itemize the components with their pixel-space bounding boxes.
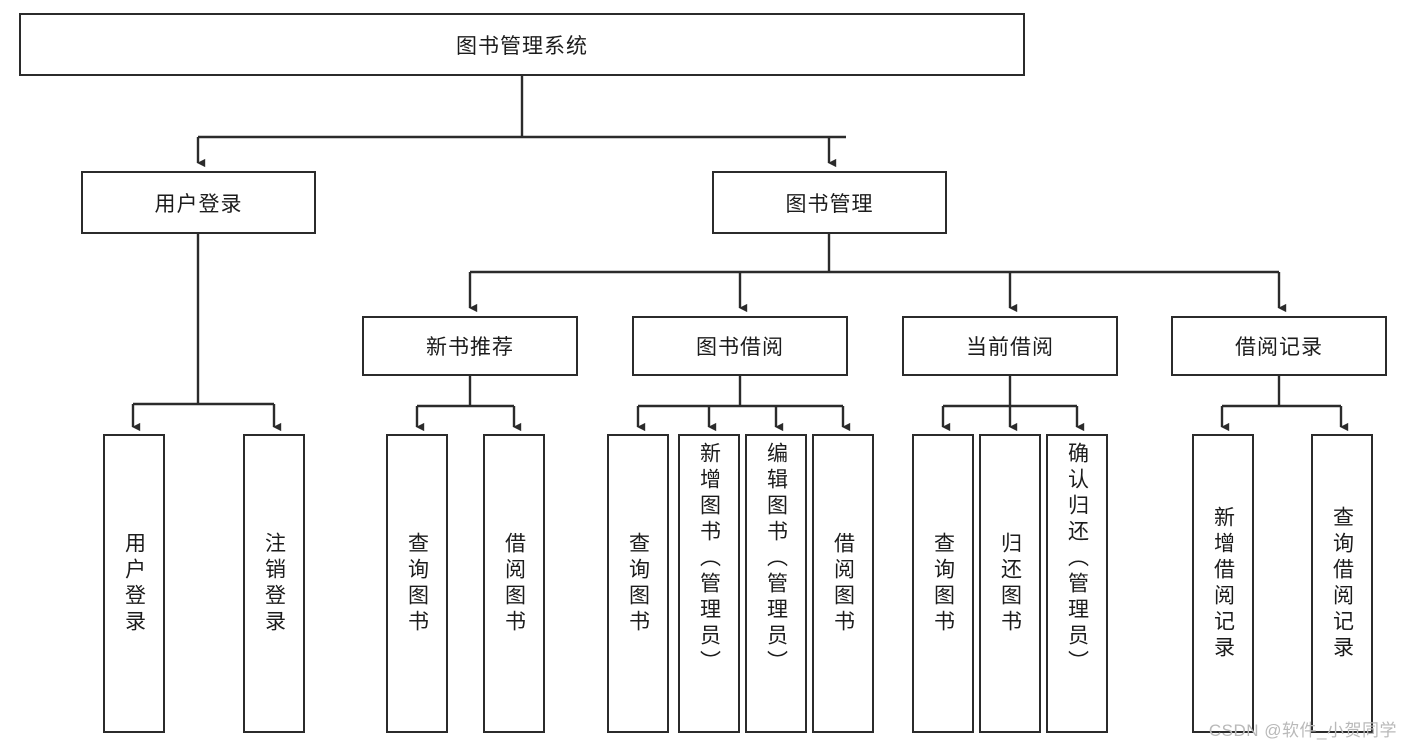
leaf-label: 注销登录 <box>262 531 286 636</box>
leaf-book-borrow-borrow-book[interactable]: 借阅图书 <box>812 434 874 733</box>
node-root[interactable]: 图书管理系统 <box>19 13 1025 76</box>
leaf-book-borrow-edit-book-admin[interactable]: 编辑图书（管理员） <box>745 434 807 733</box>
leaf-label: 编辑图书（管理员） <box>764 442 788 676</box>
node-user-login-label: 用户登录 <box>154 192 243 216</box>
node-borrow-record[interactable]: 借阅记录 <box>1171 316 1387 376</box>
leaf-label: 借阅图书 <box>831 531 855 636</box>
leaf-label: 新增借阅记录 <box>1211 505 1235 662</box>
leaf-current-borrow-confirm-return-admin[interactable]: 确认归还（管理员） <box>1046 434 1108 733</box>
node-new-book-recommend-label: 新书推荐 <box>426 336 514 359</box>
leaf-book-borrow-add-book-admin[interactable]: 新增图书（管理员） <box>678 434 740 733</box>
leaf-book-borrow-query-book[interactable]: 查询图书 <box>607 434 669 733</box>
leaf-label: 借阅图书 <box>502 531 526 636</box>
leaf-label: 归还图书 <box>998 531 1022 636</box>
leaf-label: 新增图书（管理员） <box>697 442 721 676</box>
leaf-label: 查询图书 <box>405 531 429 636</box>
leaf-current-borrow-query-book[interactable]: 查询图书 <box>912 434 974 733</box>
leaf-user-login-signin[interactable]: 用户登录 <box>103 434 165 733</box>
node-book-management-label: 图书管理 <box>785 192 874 216</box>
node-new-book-recommend[interactable]: 新书推荐 <box>362 316 578 376</box>
leaf-current-borrow-return-book[interactable]: 归还图书 <box>979 434 1041 733</box>
node-user-login[interactable]: 用户登录 <box>81 171 316 234</box>
leaf-user-login-signout[interactable]: 注销登录 <box>243 434 305 733</box>
node-book-management[interactable]: 图书管理 <box>712 171 947 234</box>
leaf-label: 查询图书 <box>626 531 650 636</box>
leaf-borrow-record-query-record[interactable]: 查询借阅记录 <box>1311 434 1373 733</box>
watermark: CSDN @软件_小贺同学 <box>1208 721 1397 740</box>
node-borrow-record-label: 借阅记录 <box>1235 336 1323 359</box>
node-book-borrow[interactable]: 图书借阅 <box>632 316 848 376</box>
node-root-label: 图书管理系统 <box>456 34 588 58</box>
leaf-new-book-query-book[interactable]: 查询图书 <box>386 434 448 733</box>
leaf-new-book-borrow-book[interactable]: 借阅图书 <box>483 434 545 733</box>
leaf-label: 用户登录 <box>122 531 146 636</box>
node-book-borrow-label: 图书借阅 <box>696 336 784 359</box>
node-current-borrow-label: 当前借阅 <box>966 336 1054 359</box>
leaf-label: 查询图书 <box>931 531 955 636</box>
leaf-label: 确认归还（管理员） <box>1065 442 1089 676</box>
leaf-label: 查询借阅记录 <box>1330 505 1354 662</box>
leaf-borrow-record-add-record[interactable]: 新增借阅记录 <box>1192 434 1254 733</box>
node-current-borrow[interactable]: 当前借阅 <box>902 316 1118 376</box>
